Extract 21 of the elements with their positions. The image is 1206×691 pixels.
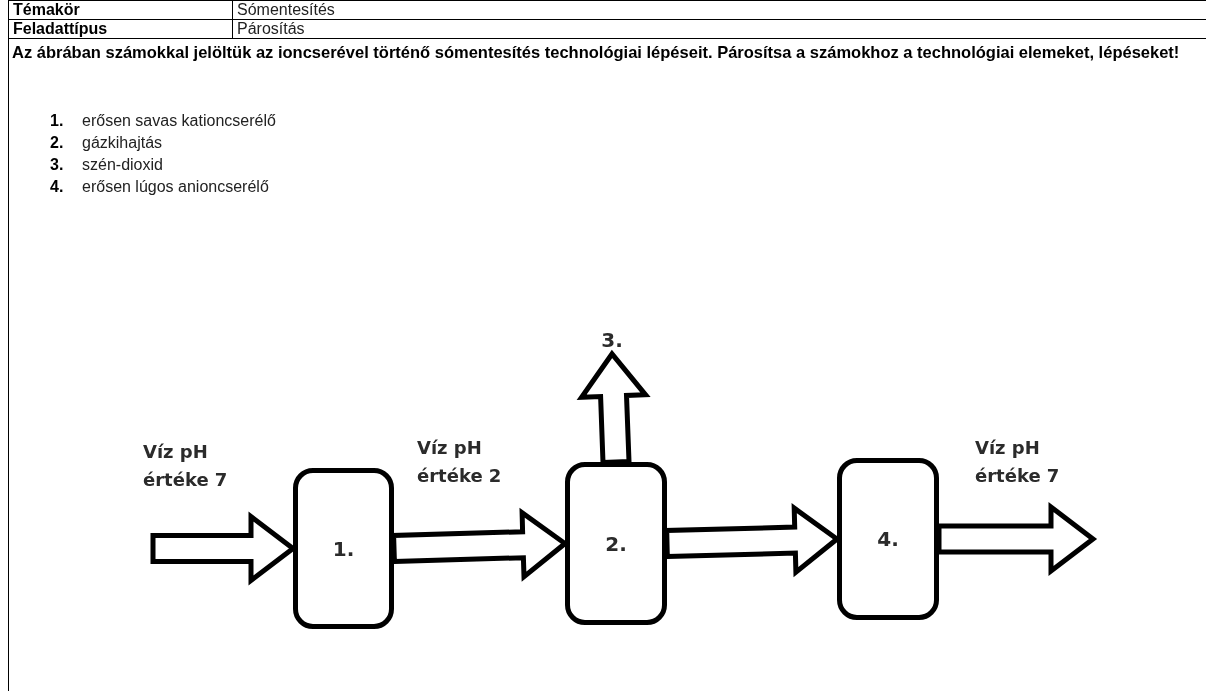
process-box: [565, 462, 667, 625]
topic-label: Témakör: [8, 0, 233, 19]
step-number: 4.: [877, 527, 899, 551]
list-item-text: erősen savas kationcserélő: [82, 112, 276, 130]
list-number: 4.: [50, 178, 64, 196]
list-number: 1.: [50, 112, 64, 130]
process-box: [293, 468, 394, 629]
output-number: 3.: [601, 328, 623, 352]
list-number: 2.: [50, 134, 64, 152]
list-number: 3.: [50, 156, 64, 174]
task-type-label: Feladattípus: [8, 19, 233, 38]
topic-value: Sómentesítés: [233, 0, 1206, 19]
instructions-text: Az ábrában számokkal jelöltük az ioncserével történő sómentesítés technológiai lépéseit. Párosítsa a számokhoz a technológiai elemeket, lépéseket!: [12, 42, 1181, 63]
process-box: [837, 458, 939, 620]
list-item-text: gázkihajtás: [82, 134, 163, 152]
list-item-text: szén-dioxid: [82, 156, 163, 174]
block-arrow: [936, 501, 1098, 577]
task-type-value: Párosítás: [233, 19, 1206, 38]
step-number: 2.: [605, 531, 627, 556]
list-item-text: erősen lúgos anioncserélő: [82, 178, 269, 196]
step-number: 1.: [332, 536, 355, 561]
